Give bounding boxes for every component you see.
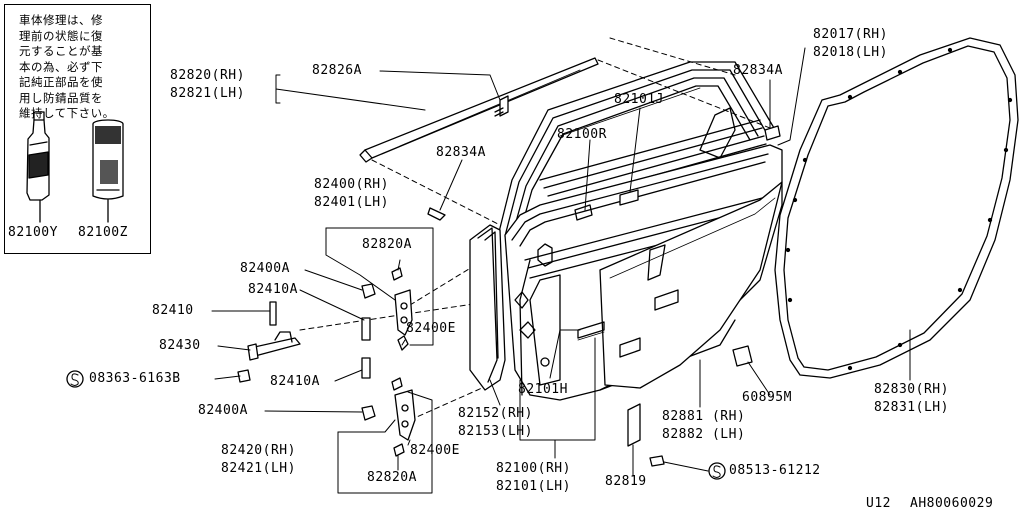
label-82410a-bot: 82410A [270,374,320,389]
hinge-pin-82410a-upper [361,317,371,341]
label-82100r: 82100R [557,127,607,142]
repair-note-text: 車体修理は、修 理前の状態に復 元することが基 本の為、必ず下 記純正部品を使 … [19,13,115,120]
label-82400e-top: 82400E [406,321,456,336]
label-82430: 82430 [159,338,201,353]
label-82100-rh: 82100(RH) [496,461,571,476]
moulding-82820 [359,57,599,163]
label-82153-lh: 82153(LH) [458,424,533,439]
weatherstrip-82830 [774,37,1019,379]
label-82101-lh: 82101(LH) [496,479,571,494]
label-82101h: 82101H [518,382,568,397]
label-82400a-top: 82400A [240,261,290,276]
screw-symbol-icon [708,462,726,480]
label-82400a-bot: 82400A [198,403,248,418]
label-82820a-bot: 82820A [367,470,417,485]
tube-icon [26,111,50,201]
label-82881-rh: 82881 (RH) [662,409,746,424]
hinge-pin-82410a-lower [361,357,371,379]
label-82830-rh: 82830(RH) [874,382,949,397]
footer-model: U12 [866,496,891,511]
bracket-82819 [627,403,641,447]
label-82834a-mid: 82834A [436,145,486,160]
bolt-82834a [427,207,446,221]
label-82420-rh: 82420(RH) [221,443,296,458]
door-trim-panel [577,181,783,389]
leader-lines [211,47,911,494]
label-82819: 82819 [605,474,647,489]
label-08513-61212: 08513-61212 [729,463,821,478]
label-82831-lh: 82831(LH) [874,400,949,415]
door-check-link [237,331,301,383]
label-82017-rh: 82017(RH) [813,27,888,42]
label-82421-lh: 82421(LH) [221,461,296,476]
label-82100z: 82100Z [78,225,128,240]
footer-diagram-code: AH80060029 [910,496,994,511]
lower-hinge [361,377,416,457]
upper-hinge [361,267,413,351]
label-82401-lh: 82401(LH) [314,195,389,210]
label-82820a-top: 82820A [362,237,412,252]
label-82820-rh: 82820(RH) [170,68,245,83]
label-82152-rh: 82152(RH) [458,406,533,421]
label-82834a-top: 82834A [733,63,783,78]
label-82100y: 82100Y [8,225,58,240]
screw-08513 [649,455,665,467]
label-82410a-top: 82410A [248,282,298,297]
label-82400-rh: 82400(RH) [314,177,389,192]
label-82821-lh: 82821(LH) [170,86,245,101]
seal-60895m [732,345,753,367]
spray-can-icon [92,119,124,200]
glass-run-clip [619,189,639,206]
label-82101j: 82101J [614,92,664,107]
screw-symbol-icon [66,370,84,388]
label-60895m: 60895M [742,390,792,405]
label-82400e-bot: 82400E [410,443,460,458]
repair-note-box: 車体修理は、修 理前の状態に復 元することが基 本の為、必ず下 記純正部品を使 … [4,4,151,254]
hinge-pin-82410 [269,301,277,326]
label-82882-lh: 82882 (LH) [662,427,746,442]
label-82018-lh: 82018(LH) [813,45,888,60]
label-82410: 82410 [152,303,194,318]
label-82826a: 82826A [312,63,362,78]
label-08363-6163b: 08363-6163B [89,371,181,386]
clip-82834a [764,125,781,141]
